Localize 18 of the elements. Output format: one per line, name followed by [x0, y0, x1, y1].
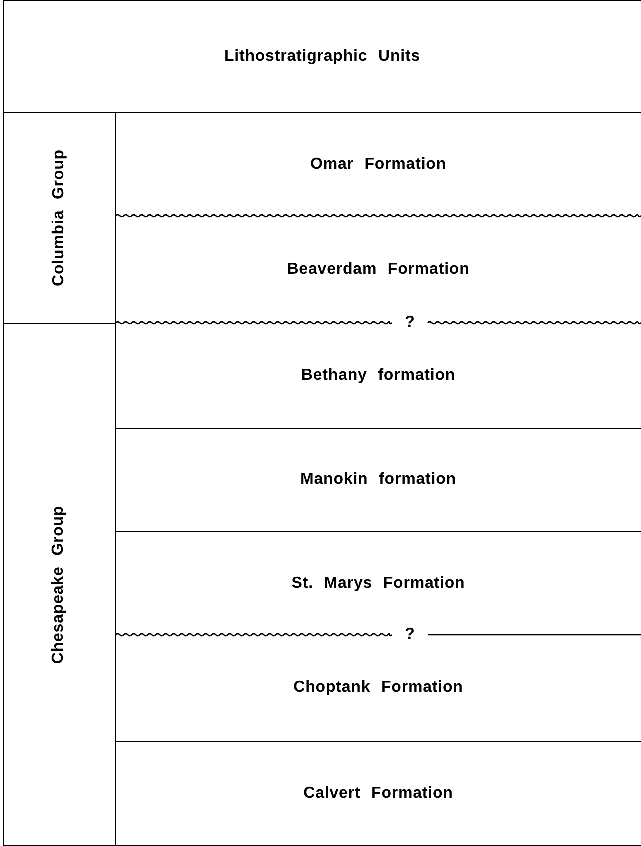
table-cell: [3, 112, 115, 323]
uncertain-contact-mark: ?: [405, 627, 415, 643]
unit-name: Omar Formation: [310, 154, 447, 174]
unit-name: Calvert Formation: [304, 784, 454, 804]
unit-name: St. Marys Formation: [292, 574, 466, 594]
unit-name: Bethany formation: [301, 366, 456, 386]
group-label: Columbia Group: [50, 150, 68, 286]
unit-name: Manokin formation: [300, 470, 456, 490]
table-cell: [115, 741, 641, 846]
table-cell: [3, 0, 641, 112]
table-cell: [115, 428, 641, 531]
uncertain-contact-mark: ?: [405, 315, 415, 331]
unit-name: Beaverdam Formation: [287, 260, 470, 280]
group-label: Chesapeake Group: [50, 506, 68, 664]
unit-name: Lithostratigraphic Units: [224, 46, 421, 66]
table-cell: [115, 112, 641, 216]
table-cell: [3, 323, 115, 846]
unit-name: Choptank Formation: [294, 678, 464, 698]
